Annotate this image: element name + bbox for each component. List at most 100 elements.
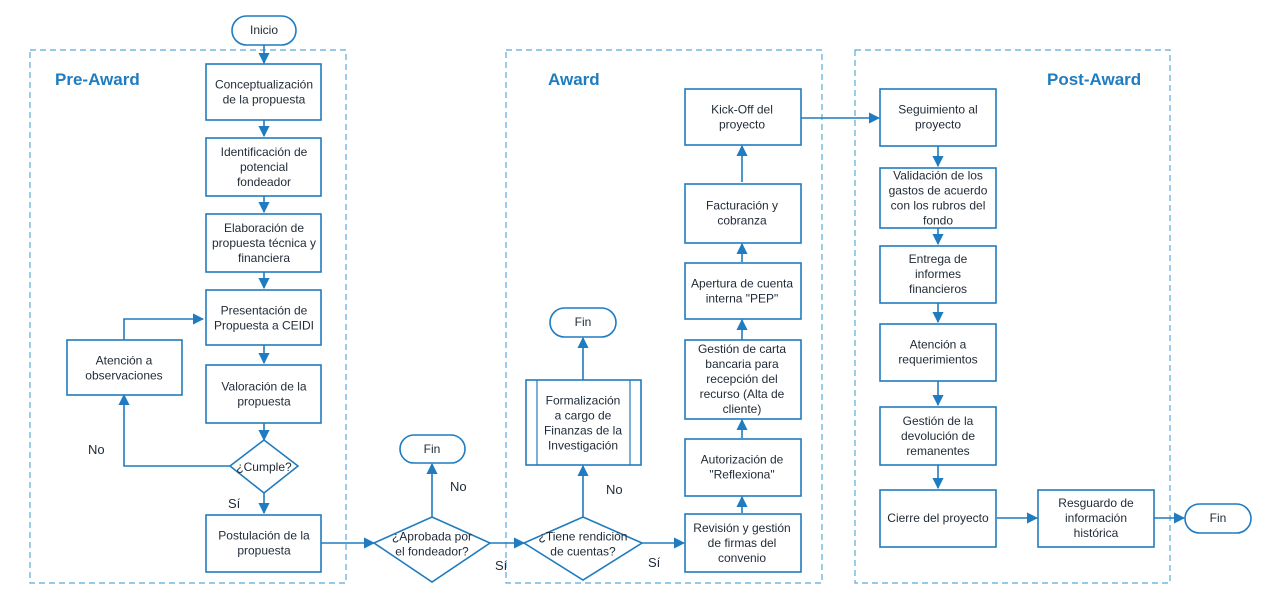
node-text-line: bancaria para: [705, 357, 779, 371]
node-text-line: fondo: [923, 214, 953, 228]
node-text-line: Identificación de: [221, 145, 308, 159]
node-text-line: Revisión y gestión: [693, 521, 790, 535]
pre-award-zone: [29, 49, 347, 584]
node-atencion-observaciones: [66, 339, 183, 396]
node-text-line: Elaboración de: [224, 221, 304, 235]
node-text-line: convenio: [718, 551, 766, 565]
node-text-line: a cargo de: [555, 409, 612, 423]
node-seguimiento: [879, 88, 997, 147]
node-revision: [684, 513, 802, 573]
node-text-line: financiera: [238, 251, 290, 265]
node-cierre: [879, 489, 997, 548]
node-formalizacion: [525, 379, 642, 466]
node-text-line: Gestión de la: [903, 414, 974, 428]
label-rendicion-no: No: [606, 482, 623, 497]
node-text-line: de cuentas?: [550, 545, 616, 559]
decision-rendicion: [522, 516, 644, 581]
label-cumple-no: No: [88, 442, 105, 457]
node-fin-aprobada-text: Fin: [424, 442, 441, 456]
node-resguardo: [1037, 489, 1155, 548]
node-text-line: Conceptualización: [215, 78, 313, 92]
node-text-line: el fondeador?: [395, 545, 469, 559]
award-zone: [505, 49, 823, 584]
node-autorizacion: [684, 438, 802, 497]
node-entrega: [879, 245, 997, 304]
node-text-line: potencial: [240, 160, 288, 174]
node-text-line: Entrega de: [909, 252, 968, 266]
node-text-line: Seguimiento al: [898, 103, 977, 117]
node-text-line: ¿Cumple?: [236, 460, 292, 474]
label-cumple-si: Sí: [228, 496, 241, 511]
node-identificacion: [205, 137, 322, 197]
node-text-line: información: [1065, 511, 1127, 525]
connectors: [118, 45, 1186, 549]
node-validacion: [879, 167, 997, 229]
node-fin-final-text: Fin: [1210, 511, 1227, 525]
node-text-line: Validación de los: [893, 169, 983, 183]
node-text-line: Fin: [424, 442, 441, 456]
node-apertura: [684, 262, 802, 320]
node-text-line: observaciones: [85, 369, 162, 383]
node-presentacion: [205, 289, 322, 346]
node-text-line: cliente): [723, 402, 762, 416]
node-text-line: cobranza: [717, 214, 767, 228]
node-text-line: Facturación y: [706, 199, 778, 213]
edge-cumple-no-atencion: [118, 393, 231, 467]
node-fin-formalizacion-text: Fin: [575, 315, 592, 329]
node-inicio: [231, 15, 297, 46]
node-text-line: Apertura de cuenta: [691, 277, 793, 291]
node-text-line: Atención a: [96, 354, 153, 368]
node-text-line: histórica: [1074, 526, 1119, 540]
node-text-line: remanentes: [906, 444, 969, 458]
node-text-line: devolución de: [901, 429, 975, 443]
node-text-line: ¿Aprobada por: [392, 530, 472, 544]
node-cierre-text: Cierre del proyecto: [887, 511, 989, 525]
node-text-line: Formalización: [546, 394, 621, 408]
node-text-line: "Reflexiona": [709, 468, 774, 482]
post-award-title: Post-Award: [1047, 70, 1141, 89]
node-text-line: Postulación de la: [218, 529, 310, 543]
node-text-line: Autorización de: [701, 453, 784, 467]
node-text-line: fondeador: [237, 175, 291, 189]
decision-aprobada: [372, 516, 492, 583]
node-text-line: recepción del: [706, 372, 777, 386]
node-text-line: financieros: [909, 282, 967, 296]
node-text-line: Finanzas de la: [544, 424, 622, 438]
node-text-line: recurso (Alta de: [700, 387, 785, 401]
node-text-line: Fin: [575, 315, 592, 329]
node-devolucion: [879, 406, 997, 466]
node-text-line: con los rubros del: [891, 199, 986, 213]
node-autorizacion-text: Autorización de"Reflexiona": [701, 453, 784, 482]
node-gestion-carta: [684, 339, 802, 420]
node-kickoff: [684, 88, 802, 146]
node-text-line: Investigación: [548, 439, 618, 453]
node-conceptualizacion: [205, 63, 322, 121]
label-aprobada-no: No: [450, 479, 467, 494]
node-text-line: requerimientos: [898, 353, 977, 367]
node-text-line: Valoración de la: [221, 380, 306, 394]
node-text-line: proyecto: [719, 118, 765, 132]
award-title: Award: [548, 70, 600, 89]
node-text-line: Inicio: [250, 23, 278, 37]
node-text-line: de la propuesta: [223, 93, 306, 107]
node-text-line: Cierre del proyecto: [887, 511, 989, 525]
node-text-line: propuesta: [237, 544, 291, 558]
pre-award-title: Pre-Award: [55, 70, 140, 89]
